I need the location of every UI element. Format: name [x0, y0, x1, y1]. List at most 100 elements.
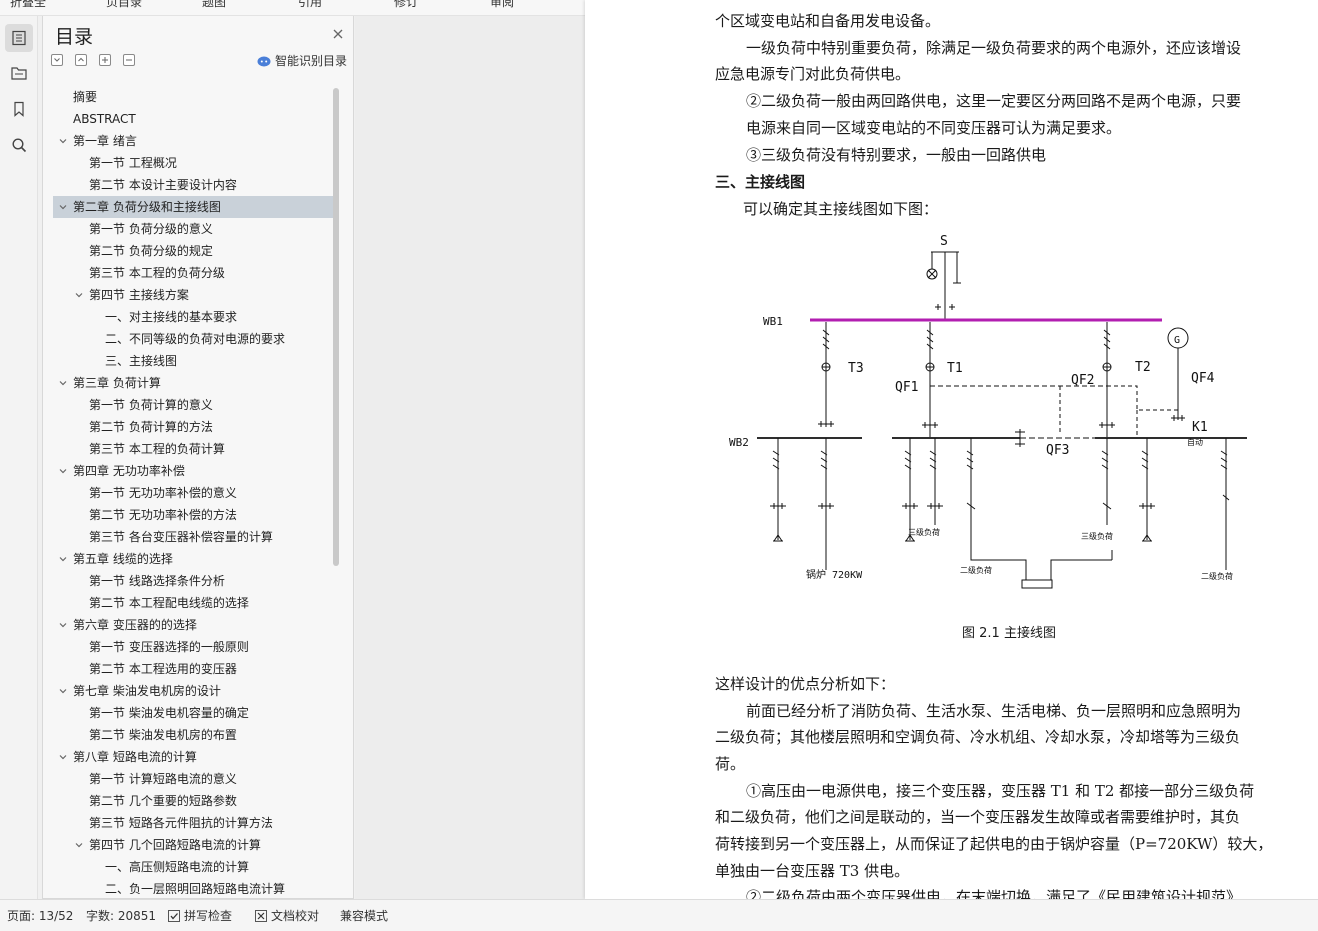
toc-item[interactable]: 第三节 各台变压器补偿容量的计算: [53, 526, 335, 548]
chevron-down-icon[interactable]: [75, 291, 83, 299]
toc-item[interactable]: 第二节 柴油发电机房的布置: [53, 724, 335, 746]
side-rail: [0, 16, 38, 899]
spell-check-button[interactable]: 拼写检查: [168, 907, 232, 924]
toc-item[interactable]: 第四节 主接线方案: [53, 284, 335, 306]
search-icon[interactable]: [5, 131, 33, 159]
toc-item[interactable]: 第一章 绪言: [53, 130, 335, 152]
toc-item[interactable]: 第一节 负荷计算的意义: [53, 394, 335, 416]
label-qf2: QF2: [1071, 373, 1094, 388]
toc-item[interactable]: 第四节 几个回路短路电流的计算: [53, 834, 335, 856]
ribbon-tab[interactable]: 审阅: [490, 0, 515, 9]
chevron-down-icon[interactable]: [59, 753, 67, 761]
chevron-down-icon[interactable]: [59, 379, 67, 387]
toc-item-label: 第八章 短路电流的计算: [73, 750, 197, 764]
toc-item[interactable]: 三、主接线图: [53, 350, 335, 372]
ribbon-tab[interactable]: 页目录: [106, 0, 143, 9]
ribbon-tab[interactable]: 题图: [202, 0, 227, 9]
ribbon-tab[interactable]: 引用: [298, 0, 323, 9]
toc-item[interactable]: 二、不同等级的负荷对电源的要求: [53, 328, 335, 350]
toc-item[interactable]: 第二章 负荷分级和主接线图: [53, 196, 335, 218]
toc-item[interactable]: 第三章 负荷计算: [53, 372, 335, 394]
outline-icon[interactable]: [5, 24, 33, 52]
ribbon-tab[interactable]: 修订: [394, 0, 419, 9]
word-count[interactable]: 字数: 20851: [86, 909, 157, 923]
label-auto: 自动: [1187, 437, 1203, 447]
toc-item-label: 第二章 负荷分级和主接线图: [73, 200, 221, 214]
label-t1: T1: [947, 361, 963, 376]
toc-item[interactable]: 第二节 无功功率补偿的方法: [53, 504, 335, 526]
label-wb2: WB2: [729, 436, 749, 449]
label-t2: T2: [1135, 360, 1151, 375]
paragraph-line: 单独由一台变压器 T3 供电。: [715, 862, 910, 880]
folder-icon[interactable]: [5, 59, 33, 87]
ribbon-tab[interactable]: 折叠全: [10, 0, 47, 9]
paragraph-line: 可以确定其主接线图如下图：: [743, 200, 939, 218]
section-heading: 三、主接线图: [715, 173, 806, 191]
toc-item-label: 三、主接线图: [105, 354, 178, 368]
proofread-button[interactable]: 文档校对: [255, 907, 319, 924]
toc-item[interactable]: 第二节 负荷计算的方法: [53, 416, 335, 438]
toc-item[interactable]: 第五章 线缆的选择: [53, 548, 335, 570]
proofread-icon: [255, 909, 267, 922]
collapse-all-icon[interactable]: [51, 54, 63, 66]
page-indicator[interactable]: 页面: 13/52: [7, 909, 74, 923]
toc-item[interactable]: 第二节 本工程选用的变压器: [53, 658, 335, 680]
toc-item[interactable]: 第一节 变压器选择的一般原则: [53, 636, 335, 658]
outline-title: 目录: [55, 26, 94, 48]
toc-item[interactable]: 第四章 无功功率补偿: [53, 460, 335, 482]
paragraph-line: ②二级负荷由两个变压器供电，在末端切换，满足了《民用建筑设计规范》: [746, 888, 1242, 899]
toc-item[interactable]: 第三节 短路各元件阻抗的计算方法: [53, 812, 335, 834]
toc-item[interactable]: 第一节 负荷分级的意义: [53, 218, 335, 240]
smart-toc-button[interactable]: 智能识别目录: [257, 52, 347, 69]
toc-item[interactable]: 二、负一层照明回路短路电流计算: [53, 878, 335, 894]
toc-item[interactable]: ABSTRACT: [53, 108, 335, 130]
toc-item[interactable]: 第三节 本工程的负荷分级: [53, 262, 335, 284]
chevron-down-icon[interactable]: [59, 203, 67, 211]
toc-item-label: 第一节 变压器选择的一般原则: [89, 640, 249, 654]
chevron-down-icon[interactable]: [75, 841, 83, 849]
add-heading-icon[interactable]: [99, 54, 111, 66]
toc-item[interactable]: 第二节 负荷分级的规定: [53, 240, 335, 262]
paragraph-line: 前面已经分析了消防负荷、生活水泵、生活电梯、负一层照明和应急照明为: [746, 702, 1242, 720]
label-qf3: QF3: [1046, 443, 1069, 458]
proofread-label: 文档校对: [271, 909, 320, 923]
toc-item[interactable]: 第二节 几个重要的短路参数: [53, 790, 335, 812]
toc-item[interactable]: 第一节 线路选择条件分析: [53, 570, 335, 592]
chevron-down-icon[interactable]: [59, 467, 67, 475]
toc-item-label: 第一节 无功功率补偿的意义: [89, 486, 237, 500]
toc-item[interactable]: 第二节 本工程配电线缆的选择: [53, 592, 335, 614]
toc-item[interactable]: 第七章 柴油发电机房的设计: [53, 680, 335, 702]
document-page[interactable]: 个区域变电站和自备用发电设备。 一级负荷中特别重要负荷，除满足一级负荷要求的两个…: [585, 0, 1318, 899]
toc-item[interactable]: 第一节 无功功率补偿的意义: [53, 482, 335, 504]
toc-item[interactable]: 第一节 计算短路电流的意义: [53, 768, 335, 790]
chevron-down-icon[interactable]: [59, 687, 67, 695]
expand-up-icon[interactable]: [75, 54, 87, 66]
paragraph-line: 电源来自同一区域变电站的不同变压器可认为满足要求。: [746, 119, 1122, 137]
chevron-down-icon[interactable]: [59, 137, 67, 145]
remove-heading-icon[interactable]: [123, 54, 135, 66]
toc-item[interactable]: 第三节 本工程的负荷计算: [53, 438, 335, 460]
smart-toc-label: 智能识别目录: [274, 54, 347, 68]
toc-item-label: 第一节 工程概况: [89, 156, 177, 170]
toc-item[interactable]: 第一节 工程概况: [53, 152, 335, 174]
chevron-down-icon[interactable]: [59, 621, 67, 629]
chevron-down-icon[interactable]: [59, 555, 67, 563]
toc-item-label: 第三节 各台变压器补偿容量的计算: [89, 530, 273, 544]
outline-scrollbar[interactable]: [333, 88, 339, 566]
paragraph-line: ①高压由一电源供电，接三个变压器，变压器 T1 和 T2 都接一部分三级负荷: [746, 782, 1255, 800]
label-load2a: 二级负荷: [960, 565, 992, 575]
label-qf1: QF1: [895, 380, 918, 395]
close-icon[interactable]: [331, 26, 345, 40]
toc-item[interactable]: 一、对主接线的基本要求: [53, 306, 335, 328]
toc-item[interactable]: 第六章 变压器的的选择: [53, 614, 335, 636]
bookmark-icon[interactable]: [5, 95, 33, 123]
toc-item[interactable]: 摘要: [53, 86, 335, 108]
label-wb1: WB1: [763, 315, 783, 328]
toc-item[interactable]: 第一节 柴油发电机容量的确定: [53, 702, 335, 724]
toc-item[interactable]: 第八章 短路电流的计算: [53, 746, 335, 768]
toc-item[interactable]: 第二节 本设计主要设计内容: [53, 174, 335, 196]
toc-item[interactable]: 一、高压侧短路电流的计算: [53, 856, 335, 878]
toc-item-label: 第二节 本工程配电线缆的选择: [89, 596, 249, 610]
compat-mode[interactable]: 兼容模式: [340, 909, 389, 923]
